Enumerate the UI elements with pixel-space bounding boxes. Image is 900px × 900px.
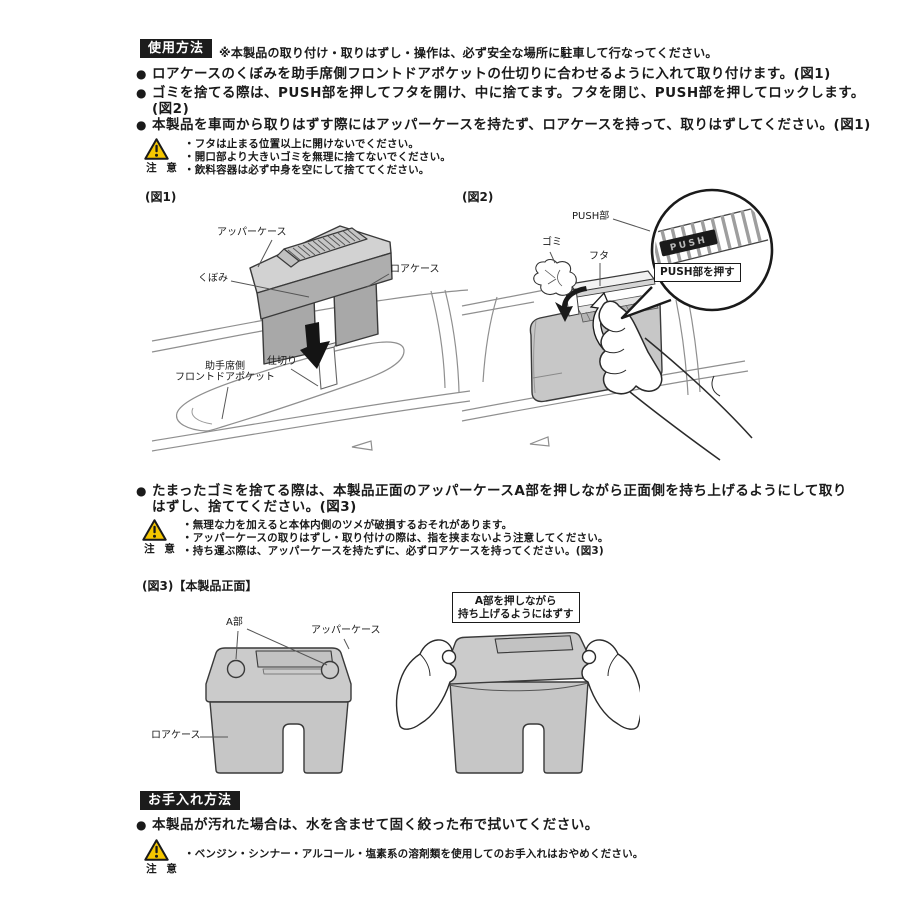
usage-bullet-3-text: 本製品を車両から取りはずす際にはアッパーケースを持たず、ロアケースを持って、取り… [152, 117, 871, 133]
caution1-line1: ・フタは止まる位置以上に開けないでください。 [184, 138, 420, 150]
hands [395, 639, 640, 730]
figure1-title: (図1) [145, 190, 177, 204]
fig1-label-recess: くぼみ [198, 273, 228, 284]
caution-triangle-icon [144, 138, 169, 160]
usage-bullet-4-text2: はずし、捨ててください。(図3) [152, 499, 357, 515]
door-panel-lines [461, 286, 749, 447]
fig2-callout-push: PUSH部を押す [654, 263, 741, 282]
close-arrow-icon [555, 286, 587, 322]
figure3-title: (図3)【本製品正面】 [142, 579, 258, 593]
fig3-label-lower-case: ロアケース [151, 730, 201, 741]
door-pocket-opening [176, 341, 405, 432]
caution1-line3: ・飲料容器は必ず中身を空にして捨ててください。 [184, 164, 430, 177]
usage-bullet-3: ● 本製品を車両から取りはずす際にはアッパーケースを持たず、ロアケースを持って、… [136, 117, 871, 133]
product-front-view [205, 647, 352, 774]
bullet-marker: ● [136, 86, 147, 100]
fig1-label-upper-case: アッパーケース [217, 227, 287, 238]
fig3-label-a-part: A部 [226, 617, 243, 628]
pocket-inner-line [191, 407, 213, 425]
fig1-label-pocket-line2: フロントドアポケット [175, 372, 275, 383]
down-arrow-icon [300, 322, 330, 369]
usage-bullet-4: ● たまったゴミを捨てる際は、本製品正面のアッパーケースA部を押しながら正面側を… [136, 483, 847, 515]
pointing-hand [598, 300, 753, 461]
trash-bin [249, 225, 393, 365]
caution3-line1: ・ベンジン・シンナー・アルコール・塩素系の溶剤類を使用してのお手入れはおやめくだ… [184, 848, 644, 860]
trash-paper [533, 258, 577, 296]
fig3-callout-lift: A部を押しながら 持ち上げるようにはずす [452, 592, 580, 623]
caution-label: 注 意 [146, 863, 180, 875]
usage-bullet-4-text: たまったゴミを捨てる際は、本製品正面のアッパーケースA部を押しながら正面側を持ち… [152, 483, 847, 499]
usage-bullet-2: ● ゴミを捨てる際は、PUSH部を押してフタを開け、中に捨てます。フタを閉じ、P… [136, 85, 865, 117]
figure2-illustration: PUSH [461, 188, 774, 461]
caution-label: 注 意 [146, 162, 180, 174]
lid-ribs [287, 229, 361, 261]
caution-triangle-icon [144, 839, 169, 861]
fig3-callout-line1: A部を押しながら [474, 595, 557, 607]
caution-block-1: 注 意 ・フタは止まる位置以上に開けないでください。 ・開口部より大きいゴミを無… [144, 138, 451, 178]
caution-triangle-icon [142, 519, 167, 541]
fig1-label-pocket-line1: 助手席側 [205, 361, 245, 372]
figure1-illustration [151, 225, 470, 452]
caution-label: 注 意 [144, 543, 178, 555]
fig3-callout-line2: 持ち上げるようにはずす [458, 607, 574, 620]
bullet-marker: ● [136, 818, 147, 832]
leader-lines [549, 218, 651, 286]
magnifier-detail: PUSH [620, 188, 774, 320]
caution2-line2: ・アッパーケースの取りはずし・取り付けの際は、指を挟まないよう注意してください。 [182, 532, 609, 545]
care-bullet-1-text: 本製品が汚れた場合は、水を含ませて固く絞った布で拭いてください。 [152, 817, 599, 833]
caution-block-3: 注 意 ・ベンジン・シンナー・アルコール・塩素系の溶剤類を使用してのお手入れはお… [144, 839, 643, 876]
care-section-header: お手入れ方法 [140, 791, 241, 810]
fig2-label-lid: フタ [589, 251, 609, 262]
fig2-label-trash: ゴミ [542, 237, 562, 248]
caution2-line3: ・持ち運ぶ際は、アッパーケースを持たずに、必ずロアケースを持ってください。(図3… [182, 545, 604, 558]
usage-bullet-1-text: ロアケースのくぼみを助手席側フロントドアポケットの仕切りに合わせるように入れて取… [152, 66, 831, 82]
bullet-marker: ● [136, 67, 147, 81]
bullet-marker: ● [136, 118, 147, 132]
usage-header-note: ※本製品の取り付け・取りはずし・操作は、必ず安全な場所に駐車して行なってください… [219, 46, 718, 60]
bullet-marker: ● [136, 484, 147, 498]
figure2-title: (図2) [462, 190, 494, 204]
fig3-label-upper-case: アッパーケース [311, 625, 381, 636]
fig1-label-door-pocket: 助手席側 フロントドアポケット [165, 361, 285, 383]
usage-bullet-1: ● ロアケースのくぼみを助手席側フロントドアポケットの仕切りに合わせるように入れ… [136, 66, 831, 82]
fig1-label-lower-case: ロアケース [390, 264, 440, 275]
care-bullet-1: ● 本製品が汚れた場合は、水を含ませて固く絞った布で拭いてください。 [136, 817, 599, 833]
leader-lines [200, 628, 350, 738]
leader-lines [221, 239, 390, 420]
usage-bullet-2-text: ゴミを捨てる際は、PUSH部を押してフタを開け、中に捨てます。フタを閉じ、PUS… [152, 85, 865, 101]
fig2-label-push-part: PUSH部 [572, 211, 610, 222]
caution-block-2: 注 意 ・無理な力を加えると本体内側のツメが破損するおそれがあります。 ・アッパ… [142, 519, 609, 559]
figure3-illustration [200, 628, 640, 774]
product-lift-view [395, 632, 640, 774]
fig1-label-divider: 仕切り [267, 356, 297, 367]
usage-bullet-2-text2: (図2) [152, 101, 190, 117]
caution1-line2: ・開口部より大きいゴミを無理に捨てないでください。 [184, 151, 451, 164]
usage-section-header: 使用方法 [140, 39, 213, 58]
caution2-line1: ・無理な力を加えると本体内側のツメが破損するおそれがあります。 [182, 519, 513, 531]
